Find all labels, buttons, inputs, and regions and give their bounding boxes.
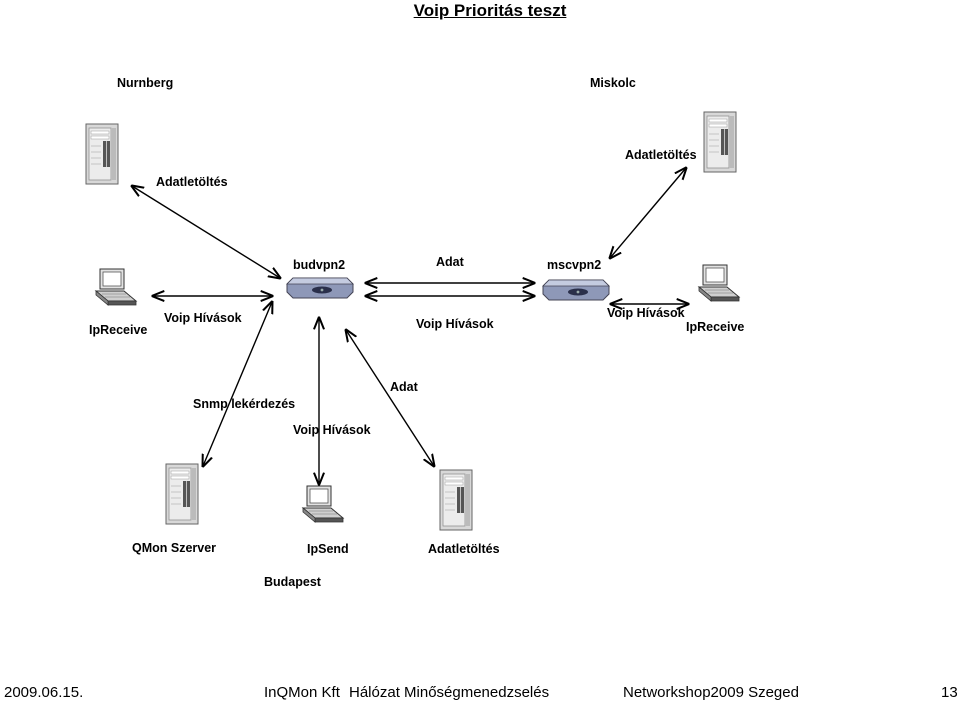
workstation-icon [95,268,137,306]
vpn-router-icon [542,279,610,301]
site-label-budapest: Budapest [264,575,321,589]
label-adatletoltes-bottom: Adatletöltés [428,542,500,556]
link-miskolc-mscvpn2 [610,168,686,258]
page-title: Voip Prioritás teszt [413,1,567,20]
vpn-router-icon [286,277,354,299]
site-label-nurnberg: Nurnberg [117,76,174,90]
footer-topic: Hálózat Minőségmenedzselés [349,684,550,701]
workstation-icon [302,485,344,523]
label-voip-mid: Voip Hívások [293,423,371,437]
workstation-icon [698,264,740,302]
footer-event: Networkshop2009 Szeged [623,684,799,701]
footer-date: 2009.06.15. [4,684,84,701]
server-tower-icon [165,463,199,525]
label-voip-left: Voip Hívások [164,311,242,325]
router-label-budvpn2: budvpn2 [293,258,346,272]
label-ipreceive-right: IpReceive [686,320,745,334]
label-adatletoltes-right: Adatletöltés [625,148,697,162]
label-voip-center: Voip Hívások [416,317,494,331]
router-label-mscvpn2: mscvpn2 [547,258,602,272]
label-qmon-server: QMon Szerver [132,541,217,555]
label-ipsend: IpSend [307,542,349,556]
footer-company: InQMon Kft [264,684,340,701]
link-nurnberg-budvpn2 [132,186,280,278]
label-adatletoltes-left: Adatletöltés [156,175,228,189]
link-adat-budapest [346,330,434,466]
server-tower-icon [439,469,473,531]
label-ipreceive-left: IpReceive [89,323,148,337]
footer-page-number: 13 [941,684,958,701]
label-voip-right: Voip Hívások [607,306,685,320]
site-label-miskolc: Miskolc [590,76,636,90]
link-snmp [203,302,272,466]
label-adat-top: Adat [436,255,464,269]
label-adat-mid: Adat [390,380,418,394]
server-tower-icon [703,111,737,173]
server-tower-icon [85,123,119,185]
label-snmp: Snmp lekérdezés [193,397,296,411]
